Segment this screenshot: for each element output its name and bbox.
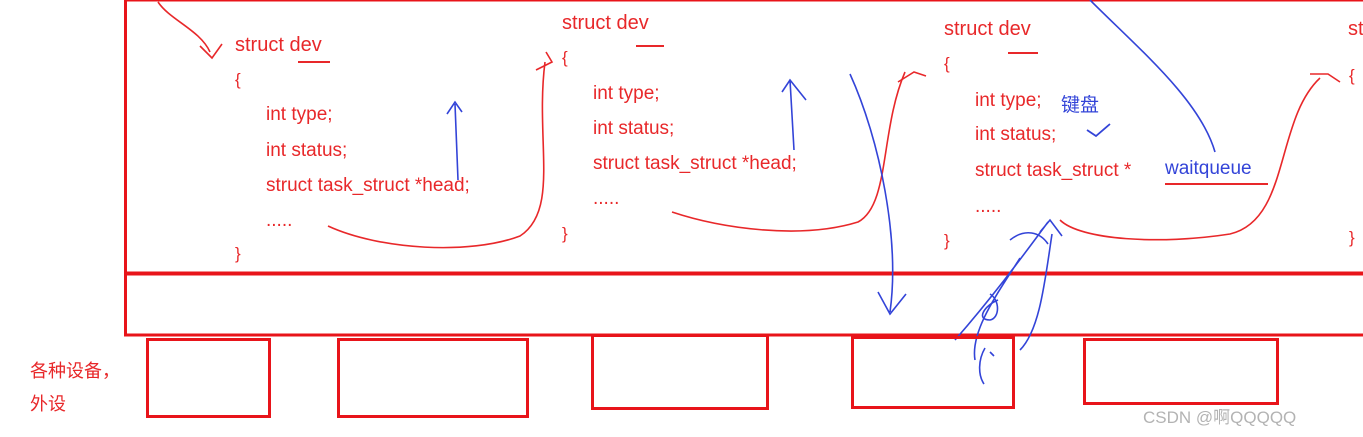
link-arrowhead-3: [897, 71, 927, 83]
blue-arrow-right-wiggle: [1009, 232, 1049, 245]
struct-3-field-queue: struct task_struct *: [975, 160, 1132, 181]
struct-3-header: struct dev: [944, 18, 1031, 40]
blue-arrow-down: [849, 73, 907, 316]
struct-3-field-ellipsis: .....: [975, 196, 1002, 217]
device-box-3: [591, 334, 769, 410]
blue-check: [1086, 123, 1111, 138]
struct-3-note-keyboard: 键盘: [1061, 95, 1100, 116]
device-box-1: [146, 338, 271, 418]
struct-4-header-partial: st: [1348, 18, 1363, 40]
struct-3-field-type: int type;: [975, 90, 1042, 111]
blue-arrow-up-2: [781, 78, 807, 151]
device-box-4: [851, 336, 1015, 409]
struct-3-note-waitqueue: waitqueue: [1165, 158, 1252, 179]
device-box-2: [337, 338, 529, 418]
struct-3-close-brace: }: [944, 231, 950, 250]
struct-2-header: struct dev: [562, 12, 649, 34]
struct-1-field-status: int status;: [266, 140, 348, 161]
struct-1-field-type: int type;: [266, 104, 333, 125]
struct-2-field-head: struct task_struct *head;: [593, 153, 797, 174]
struct-1-field-ellipsis: .....: [266, 210, 293, 231]
struct-2-field-ellipsis: .....: [593, 188, 620, 209]
link-curve-2-3: [671, 71, 906, 232]
link-curve-top-left: [157, 1, 211, 53]
devices-label-line-1: 各种设备，: [30, 361, 120, 381]
struct-2-field-status: int status;: [593, 118, 675, 139]
link-arrowhead-1: [199, 43, 223, 60]
link-arrowhead-2: [535, 51, 554, 71]
blue-line-waitqueue: [1089, 0, 1216, 153]
devices-label-line-2: 外设: [30, 394, 66, 414]
link-curve-1-2: [327, 61, 546, 249]
struct-3-field-status: int status;: [975, 124, 1057, 145]
struct-3-open-brace: {: [944, 54, 950, 73]
csdn-watermark: CSDN @啊QQQQQ: [1143, 408, 1297, 427]
blue-arrow-scribble: [954, 218, 1063, 385]
blue-arrow-up-1: [446, 100, 463, 181]
struct-1-open-brace: {: [235, 70, 241, 89]
bus-bar: [124, 272, 1363, 337]
struct-2-field-type: int type;: [593, 83, 660, 104]
struct-1-field-head: struct task_struct *head;: [266, 175, 470, 196]
link-arrowhead-4: [1310, 73, 1341, 83]
struct-4-close-brace: }: [1349, 228, 1355, 247]
struct-4-open-brace: {: [1349, 66, 1355, 85]
link-curve-3-4: [1059, 77, 1321, 241]
device-box-5: [1083, 338, 1279, 405]
struct-1-header: struct dev: [235, 34, 322, 56]
struct-2-open-brace: {: [562, 48, 568, 67]
struct-2-close-brace: }: [562, 224, 568, 243]
struct-1-close-brace: }: [235, 244, 241, 263]
